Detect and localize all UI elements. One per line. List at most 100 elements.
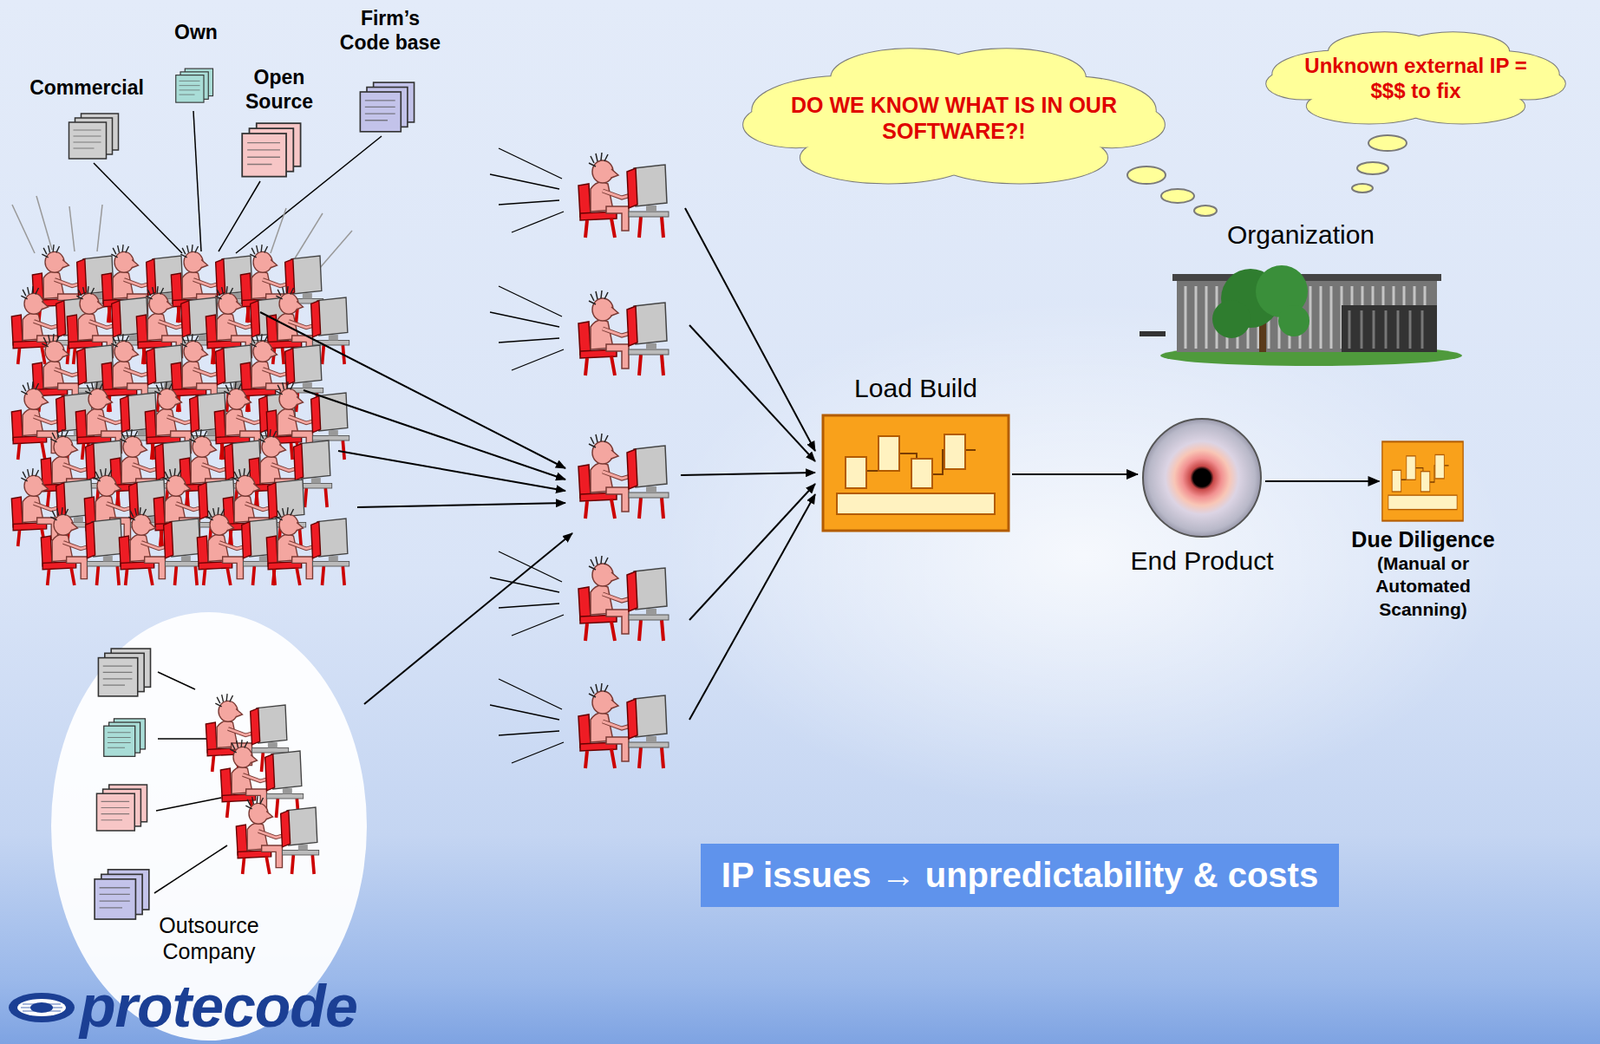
- developer-rays: [489, 148, 564, 764]
- node-label: Organization: [1227, 220, 1375, 250]
- developer-crowd: [40, 507, 124, 586]
- flow-arrows: [689, 494, 816, 720]
- build-icon: [1435, 454, 1444, 478]
- build-icon: [821, 413, 1011, 533]
- thought-bubbles: [1194, 205, 1217, 216]
- developer-column: [578, 152, 669, 769]
- build-icon: [822, 415, 1009, 531]
- thought-bubbles: [1127, 135, 1407, 216]
- office-building: [1396, 310, 1399, 349]
- outsource-contents: [157, 737, 207, 740]
- developer-crowd: [11, 468, 94, 547]
- build-icon: [878, 436, 900, 471]
- flow-connector: [1265, 480, 1380, 483]
- thought-cloud: Unknown external IP = $$$ to fix: [1260, 30, 1572, 128]
- source-lines: [93, 111, 382, 254]
- outsource-contents: [96, 784, 147, 831]
- flow-arrows: [680, 472, 816, 476]
- developer-rays: [498, 338, 560, 343]
- outsource-contents: [97, 648, 151, 697]
- developer-column: [578, 433, 669, 519]
- oval-label: Outsource Company: [148, 912, 270, 965]
- band-text: IP issues → unpredictability & costs: [721, 855, 1319, 895]
- build-icon: [1382, 441, 1463, 521]
- source-lines: [93, 163, 183, 254]
- office-building: [1420, 310, 1424, 349]
- build-icon: [1392, 470, 1402, 492]
- office-building: [1172, 274, 1442, 281]
- office-building: [1183, 286, 1187, 349]
- brand-logo: protecode: [79, 976, 358, 1036]
- source-documents: [69, 113, 119, 159]
- office-building: [1212, 300, 1251, 339]
- icon-shape: [1381, 440, 1464, 523]
- disc-shape: [1140, 416, 1264, 540]
- developer-rays: [511, 614, 564, 636]
- crowd-rays: [12, 204, 35, 254]
- due-diligence-icon: Due Diligence(Manual or Automated Scanni…: [1351, 440, 1495, 621]
- build-icon: [836, 493, 995, 515]
- flow-arrows: [303, 390, 566, 480]
- office-building: [1408, 310, 1411, 349]
- developer-crowd: [11, 244, 349, 586]
- logo-mark: [17, 999, 66, 1017]
- outsource-contents: [94, 869, 150, 920]
- building-shape: [1137, 254, 1465, 368]
- label-anchor: Commercial: [29, 76, 144, 101]
- crowd-rays: [97, 204, 103, 252]
- developer-rays: [489, 577, 560, 593]
- crowd-rays: [294, 213, 323, 259]
- logo-mark: [8, 992, 75, 1023]
- summary-band: IP issues → unpredictability & costs: [700, 843, 1339, 908]
- thought-bubbles: [1161, 189, 1195, 203]
- outsource-contents: [104, 718, 146, 757]
- label-anchor: Own: [174, 20, 218, 46]
- source-label: Open Source: [239, 65, 320, 114]
- logo-anchor: protecode: [79, 976, 358, 1036]
- developer-rays: [511, 349, 564, 371]
- build-icon: [1381, 440, 1464, 523]
- end-product-disc: End Product: [1129, 416, 1274, 576]
- logo-mark: [30, 1002, 53, 1013]
- flow-arrows: [689, 325, 816, 462]
- thought-bubbles: [1368, 135, 1407, 151]
- flow-arrows: [685, 208, 816, 451]
- office-building: [1137, 254, 1465, 368]
- cd-disc: [1142, 418, 1261, 537]
- flow-arrows: [338, 450, 566, 491]
- build-icon: [845, 457, 867, 489]
- source-label: Commercial: [29, 76, 144, 101]
- office-building: [1359, 310, 1363, 349]
- source-lines: [193, 111, 202, 252]
- flow-arrows: [260, 208, 816, 720]
- developer-column: [578, 152, 669, 238]
- oval-outline: [51, 612, 367, 1041]
- developer-crowd: [118, 507, 202, 586]
- developer-rays: [489, 312, 560, 327]
- cloud-outline: [734, 45, 1174, 190]
- build-icon: [1388, 495, 1457, 510]
- flow-arrows: [364, 533, 573, 705]
- crowd-rays: [270, 208, 287, 254]
- developer-rays: [498, 286, 562, 317]
- office-building: [1329, 286, 1333, 349]
- developer-rays: [489, 174, 560, 190]
- developer-rays: [498, 551, 562, 582]
- source-lines: [218, 181, 261, 252]
- label-anchor: Firm’s Code base: [336, 6, 445, 55]
- node-label: End Product: [1129, 546, 1274, 576]
- office-building: [1259, 322, 1267, 353]
- office-building: [1384, 310, 1387, 349]
- developer-rays: [498, 731, 560, 736]
- cd-disc: [1140, 416, 1264, 540]
- crowd-rays: [319, 230, 353, 269]
- office-building: [1341, 305, 1437, 353]
- flow-connector: [1012, 473, 1138, 476]
- flow-arrows: [689, 483, 816, 621]
- thought-bubbles: [1357, 162, 1389, 175]
- office-building: [1139, 331, 1166, 337]
- developer-rays: [489, 705, 560, 720]
- node-label: Load Build: [854, 373, 978, 404]
- developer-rays: [511, 742, 564, 764]
